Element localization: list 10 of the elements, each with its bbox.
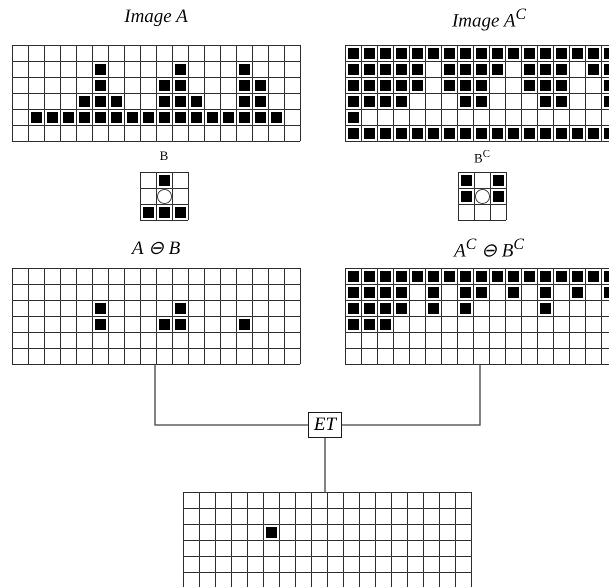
connector-line (154, 364, 308, 426)
grid-title: B (158, 148, 170, 164)
connector-line (324, 438, 326, 492)
operator-box: ET (308, 412, 342, 438)
grid-title: A ⊖ B (130, 237, 182, 260)
grid-title: Image A (123, 6, 189, 28)
grid-title: A$^{C}$ ⊖ B$^{C}$ (452, 236, 525, 262)
connector-line (342, 364, 481, 426)
grid-title: B$^{C}$ (473, 148, 491, 166)
grid-title: Image A$^{C}$ (450, 6, 528, 32)
